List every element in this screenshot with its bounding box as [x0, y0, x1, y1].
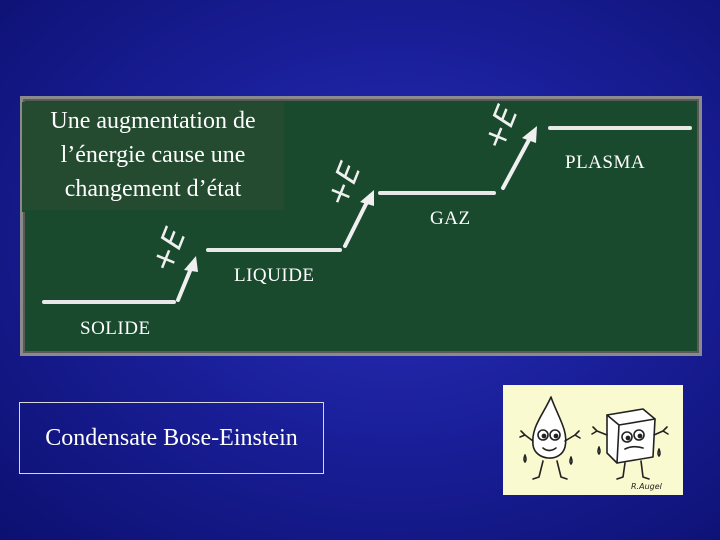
- cartoon-image: R.Augel: [503, 385, 683, 495]
- cartoon-signature: R.Augel: [631, 482, 663, 491]
- state-plasma-label: PLASMA: [565, 152, 646, 173]
- droplet-body: [532, 396, 567, 459]
- title-line-1: Une augmentation de: [50, 108, 256, 134]
- cartoon-drawing: R.Augel: [519, 396, 669, 491]
- bec-label: Condensate Bose-Einstein: [45, 424, 298, 451]
- state-liquid-label: LIQUIDE: [234, 265, 315, 286]
- board-title: Une augmentation de l’énergie cause une …: [22, 102, 284, 212]
- title-line-3: changement d’état: [64, 176, 242, 202]
- title-line-2: l’énergie cause une: [60, 142, 246, 168]
- state-solid-label: SOLIDE: [80, 318, 151, 339]
- title-background: [22, 102, 284, 210]
- state-gas-label: GAZ: [430, 208, 471, 229]
- bec-label-box: Condensate Bose-Einstein: [19, 402, 324, 474]
